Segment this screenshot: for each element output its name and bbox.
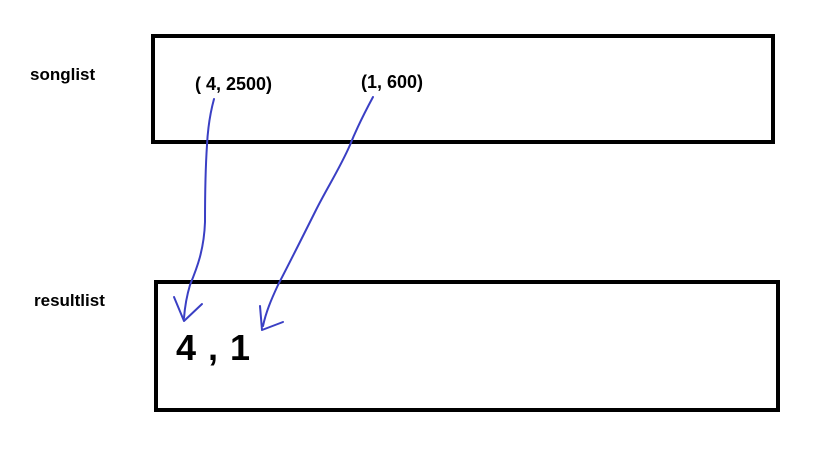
resultlist-box xyxy=(154,280,780,412)
resultlist-value: 4 , 1 xyxy=(176,327,252,368)
resultlist-label: resultlist xyxy=(34,291,105,310)
songlist-label: songlist xyxy=(30,65,96,84)
songlist-item-2: (1, 600) xyxy=(361,72,424,92)
songlist-item-1: ( 4, 2500) xyxy=(195,74,273,94)
songlist-box xyxy=(151,34,775,144)
